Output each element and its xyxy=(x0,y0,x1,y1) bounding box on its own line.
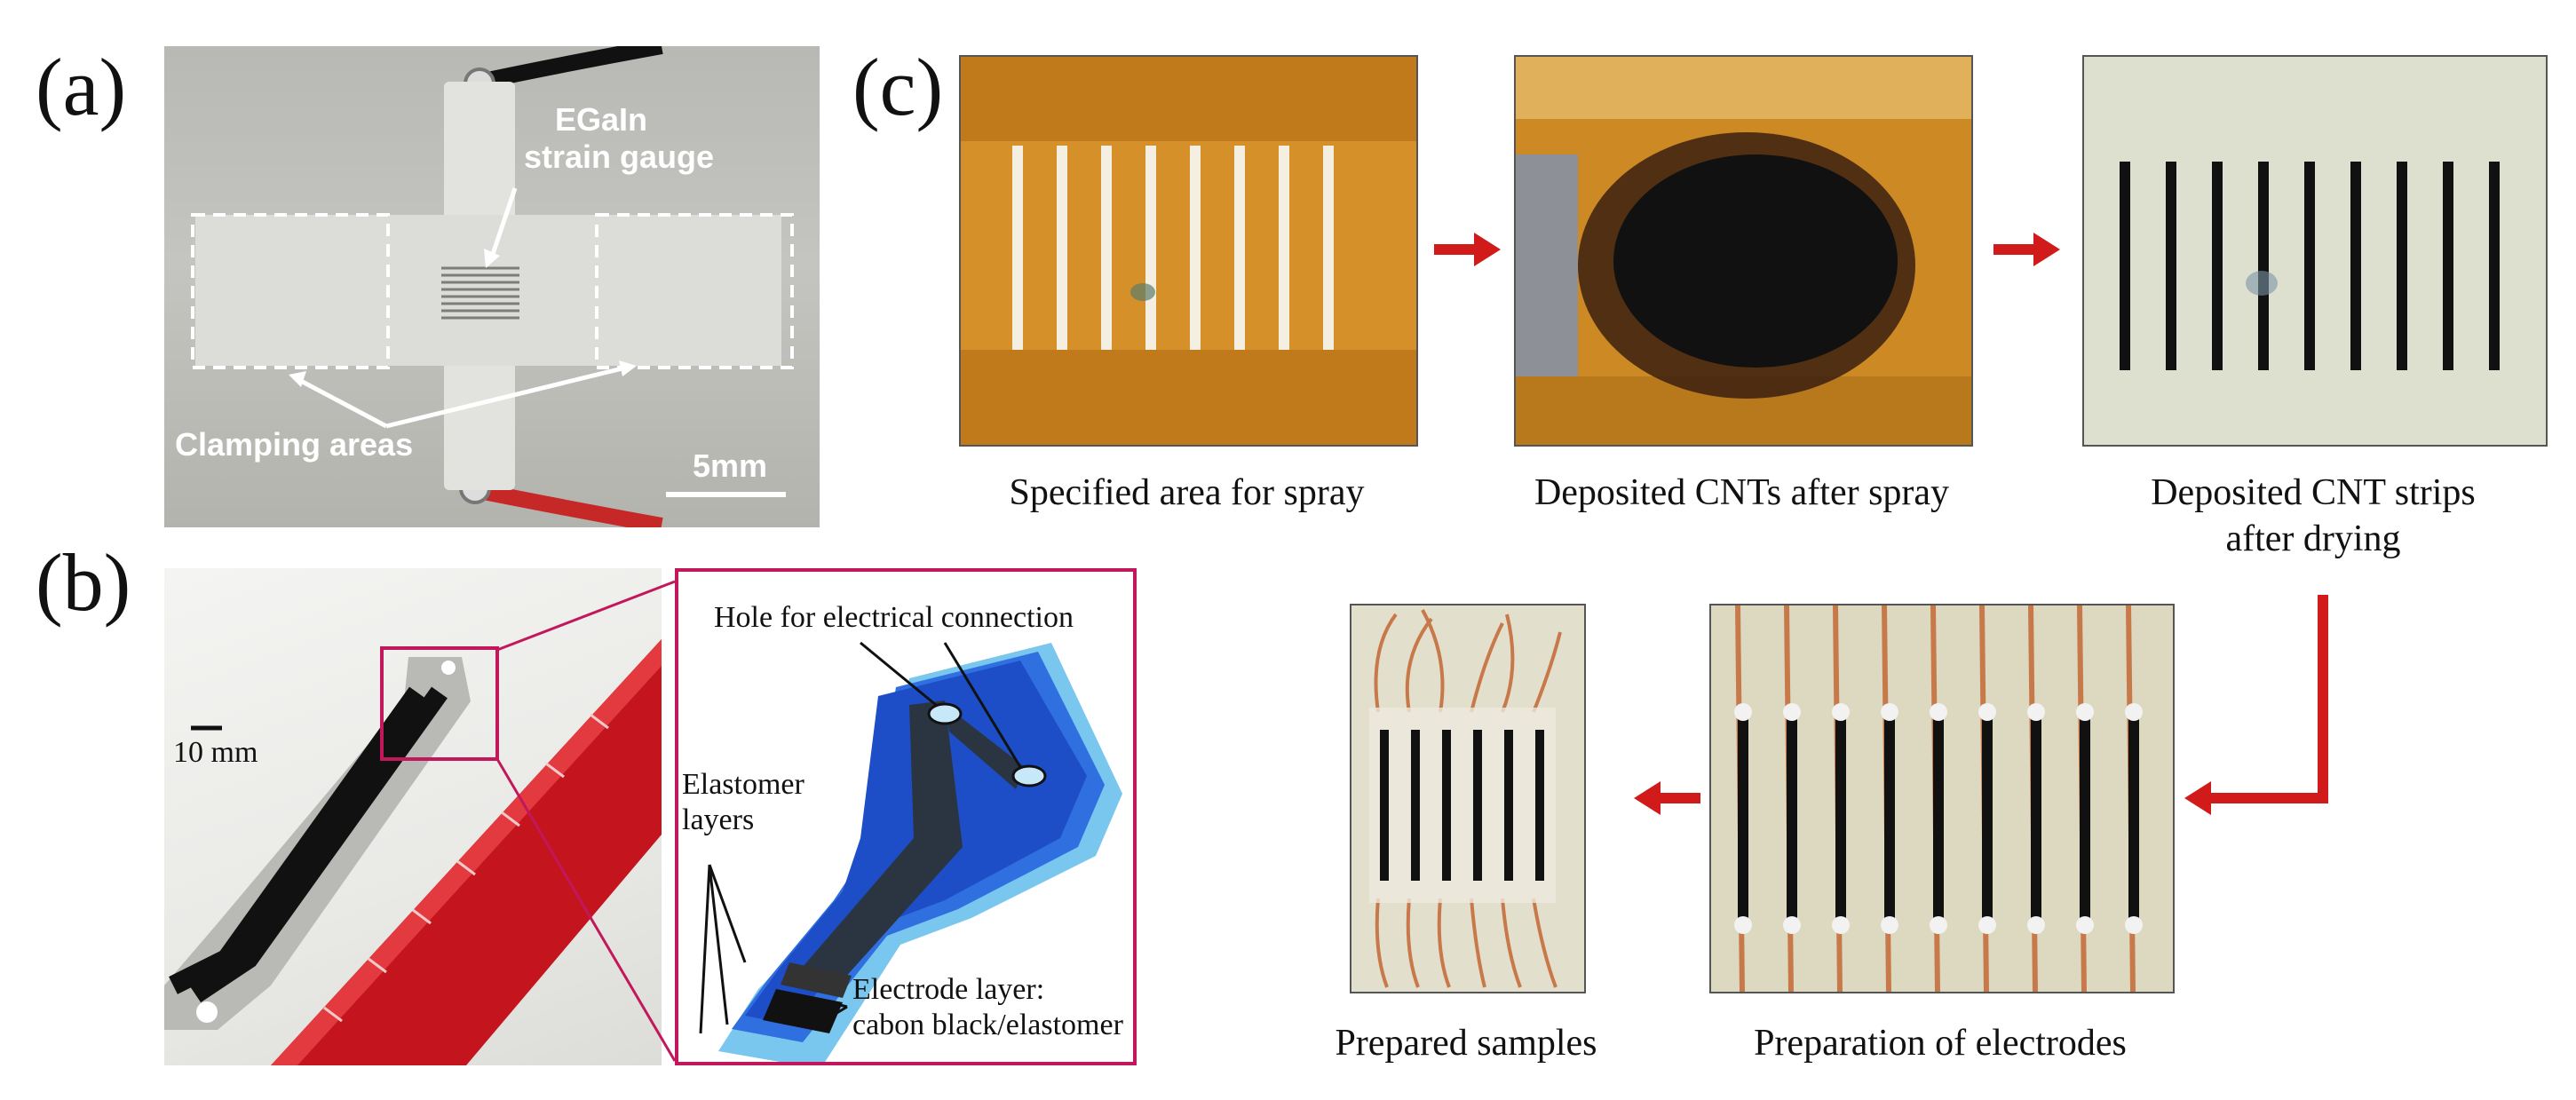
electrodes-illustration xyxy=(1711,605,2173,992)
label-clamping-areas: Clamping areas xyxy=(175,426,414,463)
schematic-layer-diagram: Hole for electrical connection xyxy=(675,568,1137,1065)
layer-stack-illustration xyxy=(699,641,1122,1062)
photo-preparation-of-electrodes xyxy=(1709,604,2175,993)
label-cabon-black-elastomer: cabon black/elastomer xyxy=(852,1009,1123,1041)
egain-sample-illustration xyxy=(191,46,794,527)
caption-after-drying: after drying xyxy=(2225,518,2401,559)
label-electrode-layer: Electrode layer: xyxy=(852,973,1045,1006)
caption-specified-area-for-spray: Specified area for spray xyxy=(1009,472,1365,513)
label-elastomer: Elastomer xyxy=(682,768,805,801)
cnt-strips-illustration xyxy=(2084,57,2546,445)
sensor-ruler-illustration xyxy=(164,639,662,1065)
photo-egain-strain-gauge: EGaIn strain gauge Clamping areas 5mm xyxy=(164,46,820,527)
arrow-right-2 xyxy=(1993,233,2060,266)
photo-sensor-on-ruler: 10 mm xyxy=(164,568,662,1065)
label-strain-gauge: strain gauge xyxy=(524,138,715,175)
caption-preparation-of-electrodes: Preparation of electrodes xyxy=(1754,1023,2127,1064)
caption-prepared-samples: Prepared samples xyxy=(1335,1023,1597,1064)
arrow-right-1 xyxy=(1434,233,1501,266)
panel-label-a: (a) xyxy=(36,42,127,132)
label-layers: layers xyxy=(682,803,755,836)
photo-prepared-samples xyxy=(1350,604,1586,993)
caption-deposited-cnts-after-spray: Deposited CNTs after spray xyxy=(1534,472,1950,513)
panel-label-c: (c) xyxy=(852,42,944,132)
kapton-mask-illustration xyxy=(961,57,1416,445)
arrow-elbow-down-left xyxy=(2184,595,2328,815)
caption-deposited-cnt-strips: Deposited CNT strips xyxy=(2151,472,2476,513)
label-egain: EGaIn xyxy=(555,101,648,138)
photo-specified-area-for-spray xyxy=(959,55,1418,447)
scale-bar-label-10mm: 10 mm xyxy=(173,736,258,769)
scale-bar-label-5mm: 5mm xyxy=(693,447,768,484)
arrow-left xyxy=(1634,781,1700,815)
panel-label-b: (b) xyxy=(36,537,131,628)
label-hole-electrical-connection: Hole for electrical connection xyxy=(714,601,1074,634)
prepared-samples-illustration xyxy=(1351,605,1584,992)
cnt-spray-illustration xyxy=(1516,57,1971,445)
photo-deposited-cnt-strips xyxy=(2082,55,2548,447)
photo-deposited-cnts-after-spray xyxy=(1514,55,1973,447)
